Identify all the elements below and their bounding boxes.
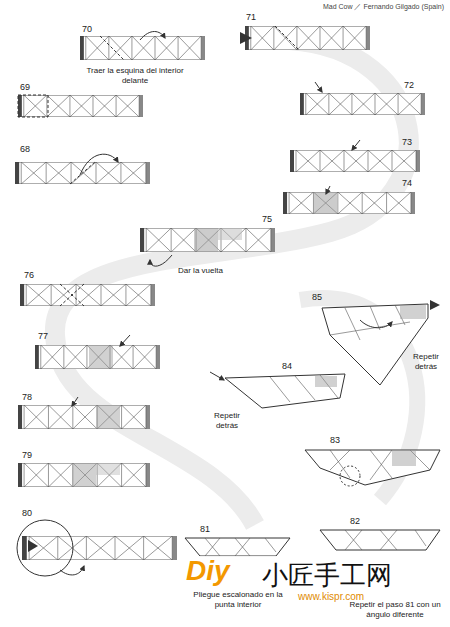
instruction-text: Pliegue escalonado en la punta interior (188, 590, 288, 609)
step-number: 73 (402, 137, 412, 148)
step-80 (17, 520, 177, 576)
instruction-text: Repetir el paso 81 con un ángulo diferen… (344, 600, 446, 619)
step-number: 71 (246, 12, 256, 23)
step-71 (240, 26, 370, 50)
step-number: 84 (282, 361, 292, 372)
step-77 (35, 335, 160, 369)
step-number: 68 (20, 144, 30, 155)
step-number: 76 (24, 270, 34, 281)
step-number: 72 (404, 80, 414, 91)
step-82 (320, 530, 440, 550)
page-header: Mad Cow ／ Fernando Gilgado (Spain) (323, 2, 444, 12)
step-number: 81 (200, 524, 210, 535)
step-81 (185, 538, 290, 556)
step-number: 85 (312, 292, 322, 303)
step-75 (140, 228, 275, 266)
step-number: 74 (402, 178, 412, 189)
watermark-logo: Diy (186, 554, 230, 588)
step-79 (18, 463, 150, 487)
step-73 (290, 140, 420, 172)
step-74 (283, 186, 415, 214)
step-number: 79 (22, 450, 32, 461)
step-83 (305, 450, 440, 486)
instruction-text: Repetir detrás (406, 352, 446, 371)
step-78 (18, 397, 150, 429)
instruction-text: Repetir detrás (204, 411, 250, 430)
step-69 (18, 95, 143, 117)
watermark-url: www.kispr.com (298, 591, 364, 603)
step-number: 69 (20, 82, 30, 93)
step-number: 80 (22, 508, 32, 519)
watermark-text: 小匠手工网 (262, 560, 392, 591)
step-85 (322, 300, 440, 385)
step-number: 75 (262, 214, 272, 225)
step-76 (20, 284, 155, 306)
instruction-text: Dar la vuelta (178, 266, 223, 276)
step-number: 70 (82, 24, 92, 35)
step-number: 78 (22, 392, 32, 403)
step-number: 83 (330, 435, 340, 446)
step-68 (15, 154, 150, 184)
instruction-text: Traer la esquina del interior delante (85, 66, 185, 85)
step-70 (80, 32, 205, 61)
step-number: 77 (38, 331, 48, 342)
step-number: 82 (350, 516, 360, 527)
step-84 (210, 372, 345, 408)
